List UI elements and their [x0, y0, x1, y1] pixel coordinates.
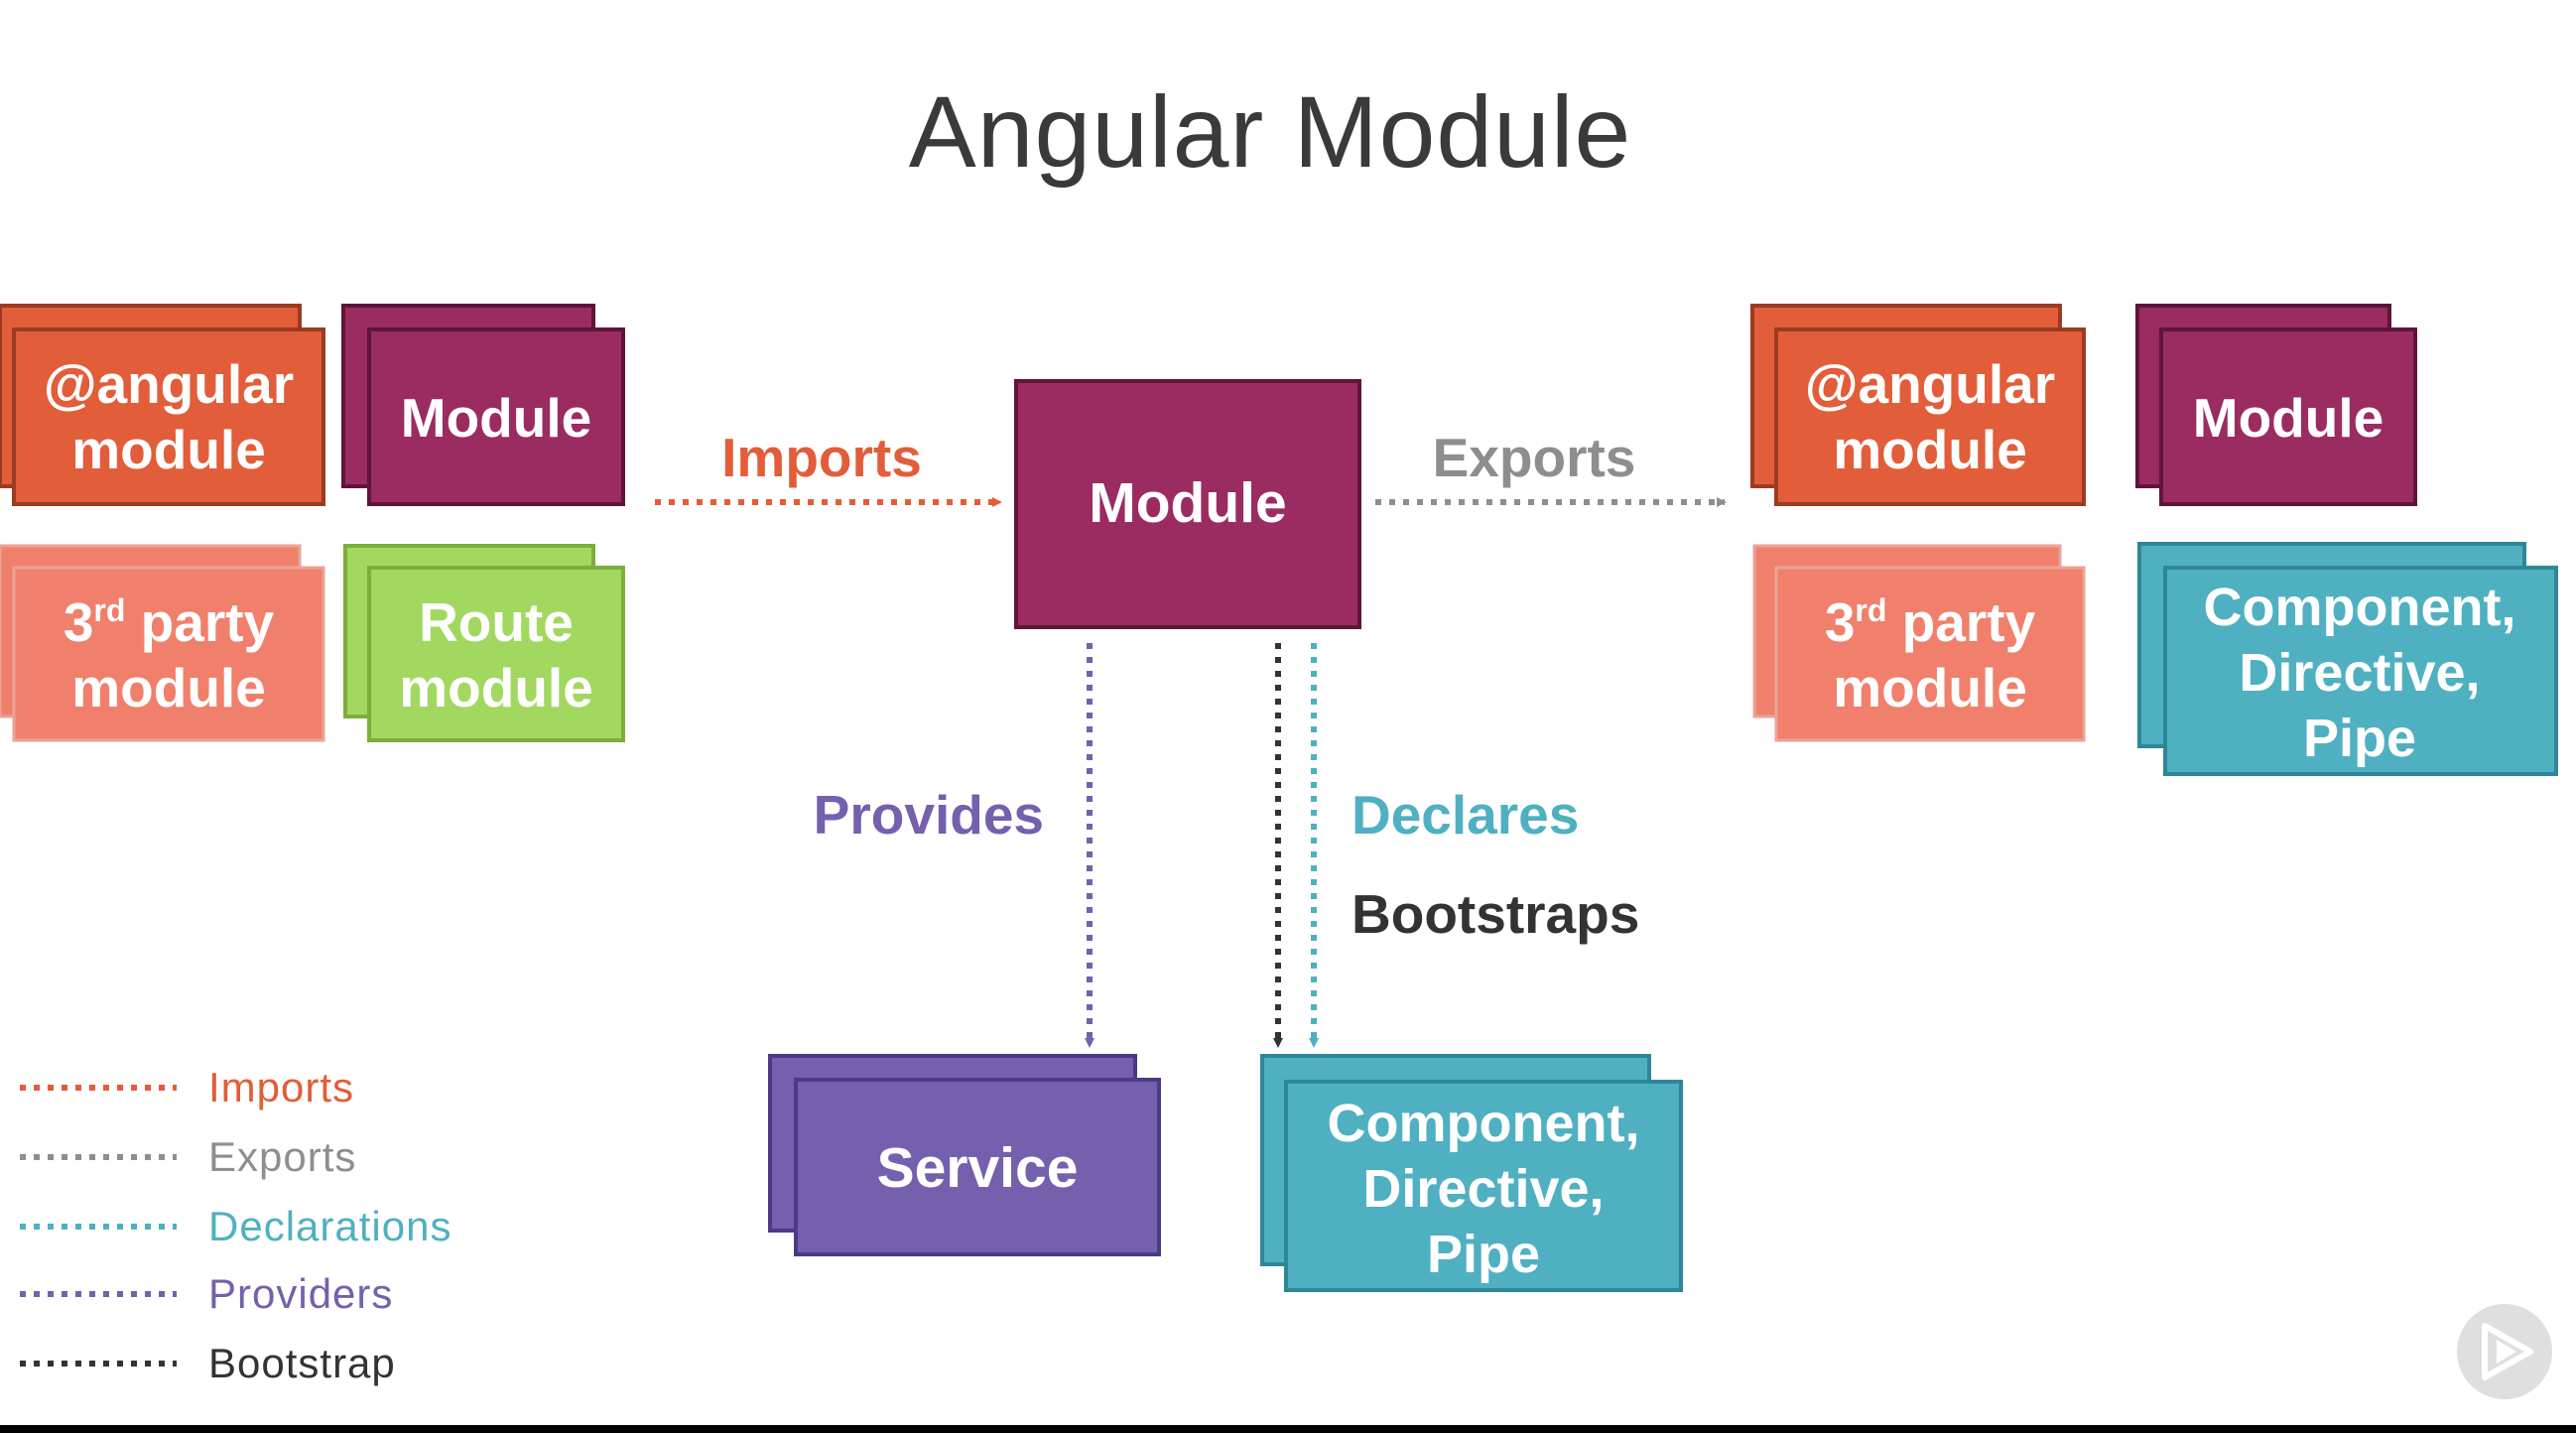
- right-third-party-module-box: 3rd party module: [1752, 544, 2086, 742]
- right-module-box: Module: [2135, 304, 2417, 506]
- left-module-label: Module: [401, 387, 591, 449]
- left-angular-module-box: @angular module: [0, 304, 325, 506]
- right-module-label: Module: [2193, 387, 2383, 449]
- bottom-cdp-line3: Pipe: [1427, 1225, 1540, 1284]
- legend-label-exports: Exports: [208, 1133, 356, 1180]
- right-cdp-line3: Pipe: [2303, 709, 2416, 768]
- service-box: Service: [768, 1054, 1161, 1256]
- right-cdp-line2: Directive,: [2239, 643, 2480, 703]
- right-cdp-line1: Component,: [2204, 578, 2516, 637]
- center-module-label: Module: [1089, 471, 1286, 535]
- imports-arrow-label: Imports: [721, 427, 922, 488]
- play-button[interactable]: [2457, 1304, 2552, 1399]
- right-third-party-line2: module: [1833, 657, 2027, 718]
- left-route-line2: module: [399, 657, 593, 718]
- left-route-module-box: Route module: [343, 544, 625, 742]
- bottom-cdp-line1: Component,: [1328, 1094, 1640, 1153]
- legend-label-bootstrap: Bootstrap: [208, 1340, 396, 1386]
- left-third-party-line1: 3rd party: [64, 591, 275, 653]
- legend-label-providers: Providers: [208, 1270, 393, 1317]
- legend-item-bootstrap: Bootstrap: [20, 1340, 396, 1386]
- service-label: Service: [877, 1136, 1079, 1200]
- legend-item-exports: Exports: [20, 1133, 356, 1180]
- declares-arrow-label: Declares: [1352, 784, 1579, 846]
- play-icon: [2482, 1323, 2533, 1380]
- left-angular-line2: module: [71, 419, 266, 480]
- center-module-box: Module: [1014, 379, 1361, 629]
- page-title: Angular Module: [909, 75, 1631, 189]
- right-angular-line1: @angular: [1805, 353, 2055, 415]
- legend-item-declarations: Declarations: [20, 1203, 451, 1249]
- legend-label-declarations: Declarations: [208, 1203, 451, 1249]
- bottom-cdp-line2: Directive,: [1362, 1159, 1604, 1219]
- bottom-bar: [0, 1425, 2576, 1433]
- provides-arrow-label: Provides: [814, 784, 1044, 846]
- right-angular-module-box: @angular module: [1750, 304, 2086, 506]
- left-third-party-module-box: 3rd party module: [0, 544, 325, 742]
- legend: Imports Exports Declarations Providers B…: [20, 1064, 451, 1386]
- left-route-line1: Route: [419, 591, 574, 653]
- bottom-component-directive-pipe-box: Component, Directive, Pipe: [1260, 1054, 1683, 1292]
- right-angular-line2: module: [1833, 419, 2027, 480]
- left-third-party-line2: module: [71, 657, 266, 718]
- left-angular-line1: @angular: [44, 353, 294, 415]
- legend-item-imports: Imports: [20, 1064, 354, 1110]
- exports-arrow-label: Exports: [1433, 427, 1636, 488]
- right-third-party-line1: 3rd party: [1825, 591, 2036, 653]
- legend-label-imports: Imports: [208, 1064, 354, 1110]
- legend-item-providers: Providers: [20, 1270, 393, 1317]
- bootstraps-arrow-label: Bootstraps: [1352, 883, 1639, 945]
- left-module-box: Module: [341, 304, 625, 506]
- right-component-directive-pipe-box: Component, Directive, Pipe: [2137, 542, 2558, 776]
